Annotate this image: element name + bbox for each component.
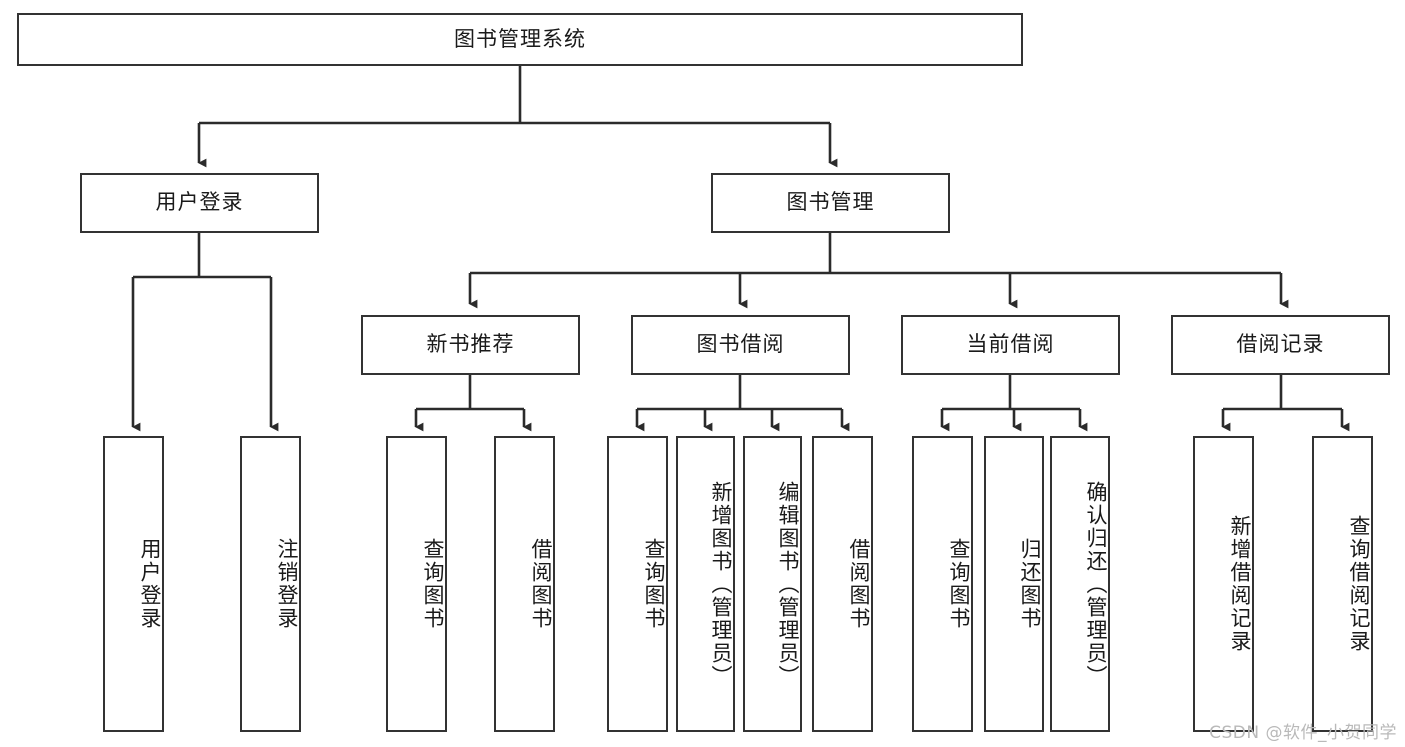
node-label: 用户登录 bbox=[155, 190, 244, 215]
node-book-borrow[interactable]: 图书借阅 bbox=[631, 315, 850, 375]
node-leaf-user-login[interactable]: 用户登录 bbox=[103, 436, 164, 732]
node-label: 借阅图书 bbox=[529, 538, 553, 630]
node-new-book-recommend[interactable]: 新书推荐 bbox=[361, 315, 580, 375]
node-label: 新增借阅记录 bbox=[1228, 515, 1252, 653]
node-label: 查询借阅记录 bbox=[1347, 515, 1371, 653]
node-user-login[interactable]: 用户登录 bbox=[80, 173, 319, 233]
node-label: 当前借阅 bbox=[966, 332, 1055, 357]
node-label: 用户登录 bbox=[138, 538, 162, 630]
node-leaf-confirm-return[interactable]: 确认归还（管理员） bbox=[1050, 436, 1110, 732]
node-leaf-add-record[interactable]: 新增借阅记录 bbox=[1193, 436, 1254, 732]
node-label: 借阅记录 bbox=[1236, 332, 1325, 357]
watermark-text: CSDN @软件_小贺同学 bbox=[1209, 723, 1397, 743]
node-label: 借阅图书 bbox=[847, 538, 871, 630]
node-leaf-return-book[interactable]: 归还图书 bbox=[984, 436, 1044, 732]
node-leaf-query-record[interactable]: 查询借阅记录 bbox=[1312, 436, 1373, 732]
node-label: 新书推荐 bbox=[426, 332, 515, 357]
node-leaf-query-book-3[interactable]: 查询图书 bbox=[912, 436, 973, 732]
node-current-borrow[interactable]: 当前借阅 bbox=[901, 315, 1120, 375]
node-label: 查询图书 bbox=[947, 538, 971, 630]
node-label: 图书管理 bbox=[786, 190, 875, 215]
node-book-management[interactable]: 图书管理 bbox=[711, 173, 950, 233]
node-label: 图书借阅 bbox=[696, 332, 785, 357]
node-leaf-add-book[interactable]: 新增图书（管理员） bbox=[676, 436, 735, 732]
node-label: 查询图书 bbox=[642, 538, 666, 630]
node-label: 编辑图书（管理员） bbox=[776, 480, 800, 688]
node-leaf-query-book-1[interactable]: 查询图书 bbox=[386, 436, 447, 732]
node-label: 归还图书 bbox=[1018, 538, 1042, 630]
node-leaf-borrow-book-1[interactable]: 借阅图书 bbox=[494, 436, 555, 732]
node-leaf-logout-login[interactable]: 注销登录 bbox=[240, 436, 301, 732]
node-leaf-query-book-2[interactable]: 查询图书 bbox=[607, 436, 668, 732]
node-leaf-edit-book[interactable]: 编辑图书（管理员） bbox=[743, 436, 802, 732]
node-root-book-management-system[interactable]: 图书管理系统 bbox=[17, 13, 1023, 66]
node-label: 确认归还（管理员） bbox=[1084, 480, 1108, 688]
node-leaf-borrow-book-2[interactable]: 借阅图书 bbox=[812, 436, 873, 732]
node-borrow-record[interactable]: 借阅记录 bbox=[1171, 315, 1390, 375]
node-label: 新增图书（管理员） bbox=[709, 480, 733, 688]
node-label: 图书管理系统 bbox=[454, 26, 586, 51]
node-label: 查询图书 bbox=[421, 538, 445, 630]
node-label: 注销登录 bbox=[275, 538, 299, 630]
